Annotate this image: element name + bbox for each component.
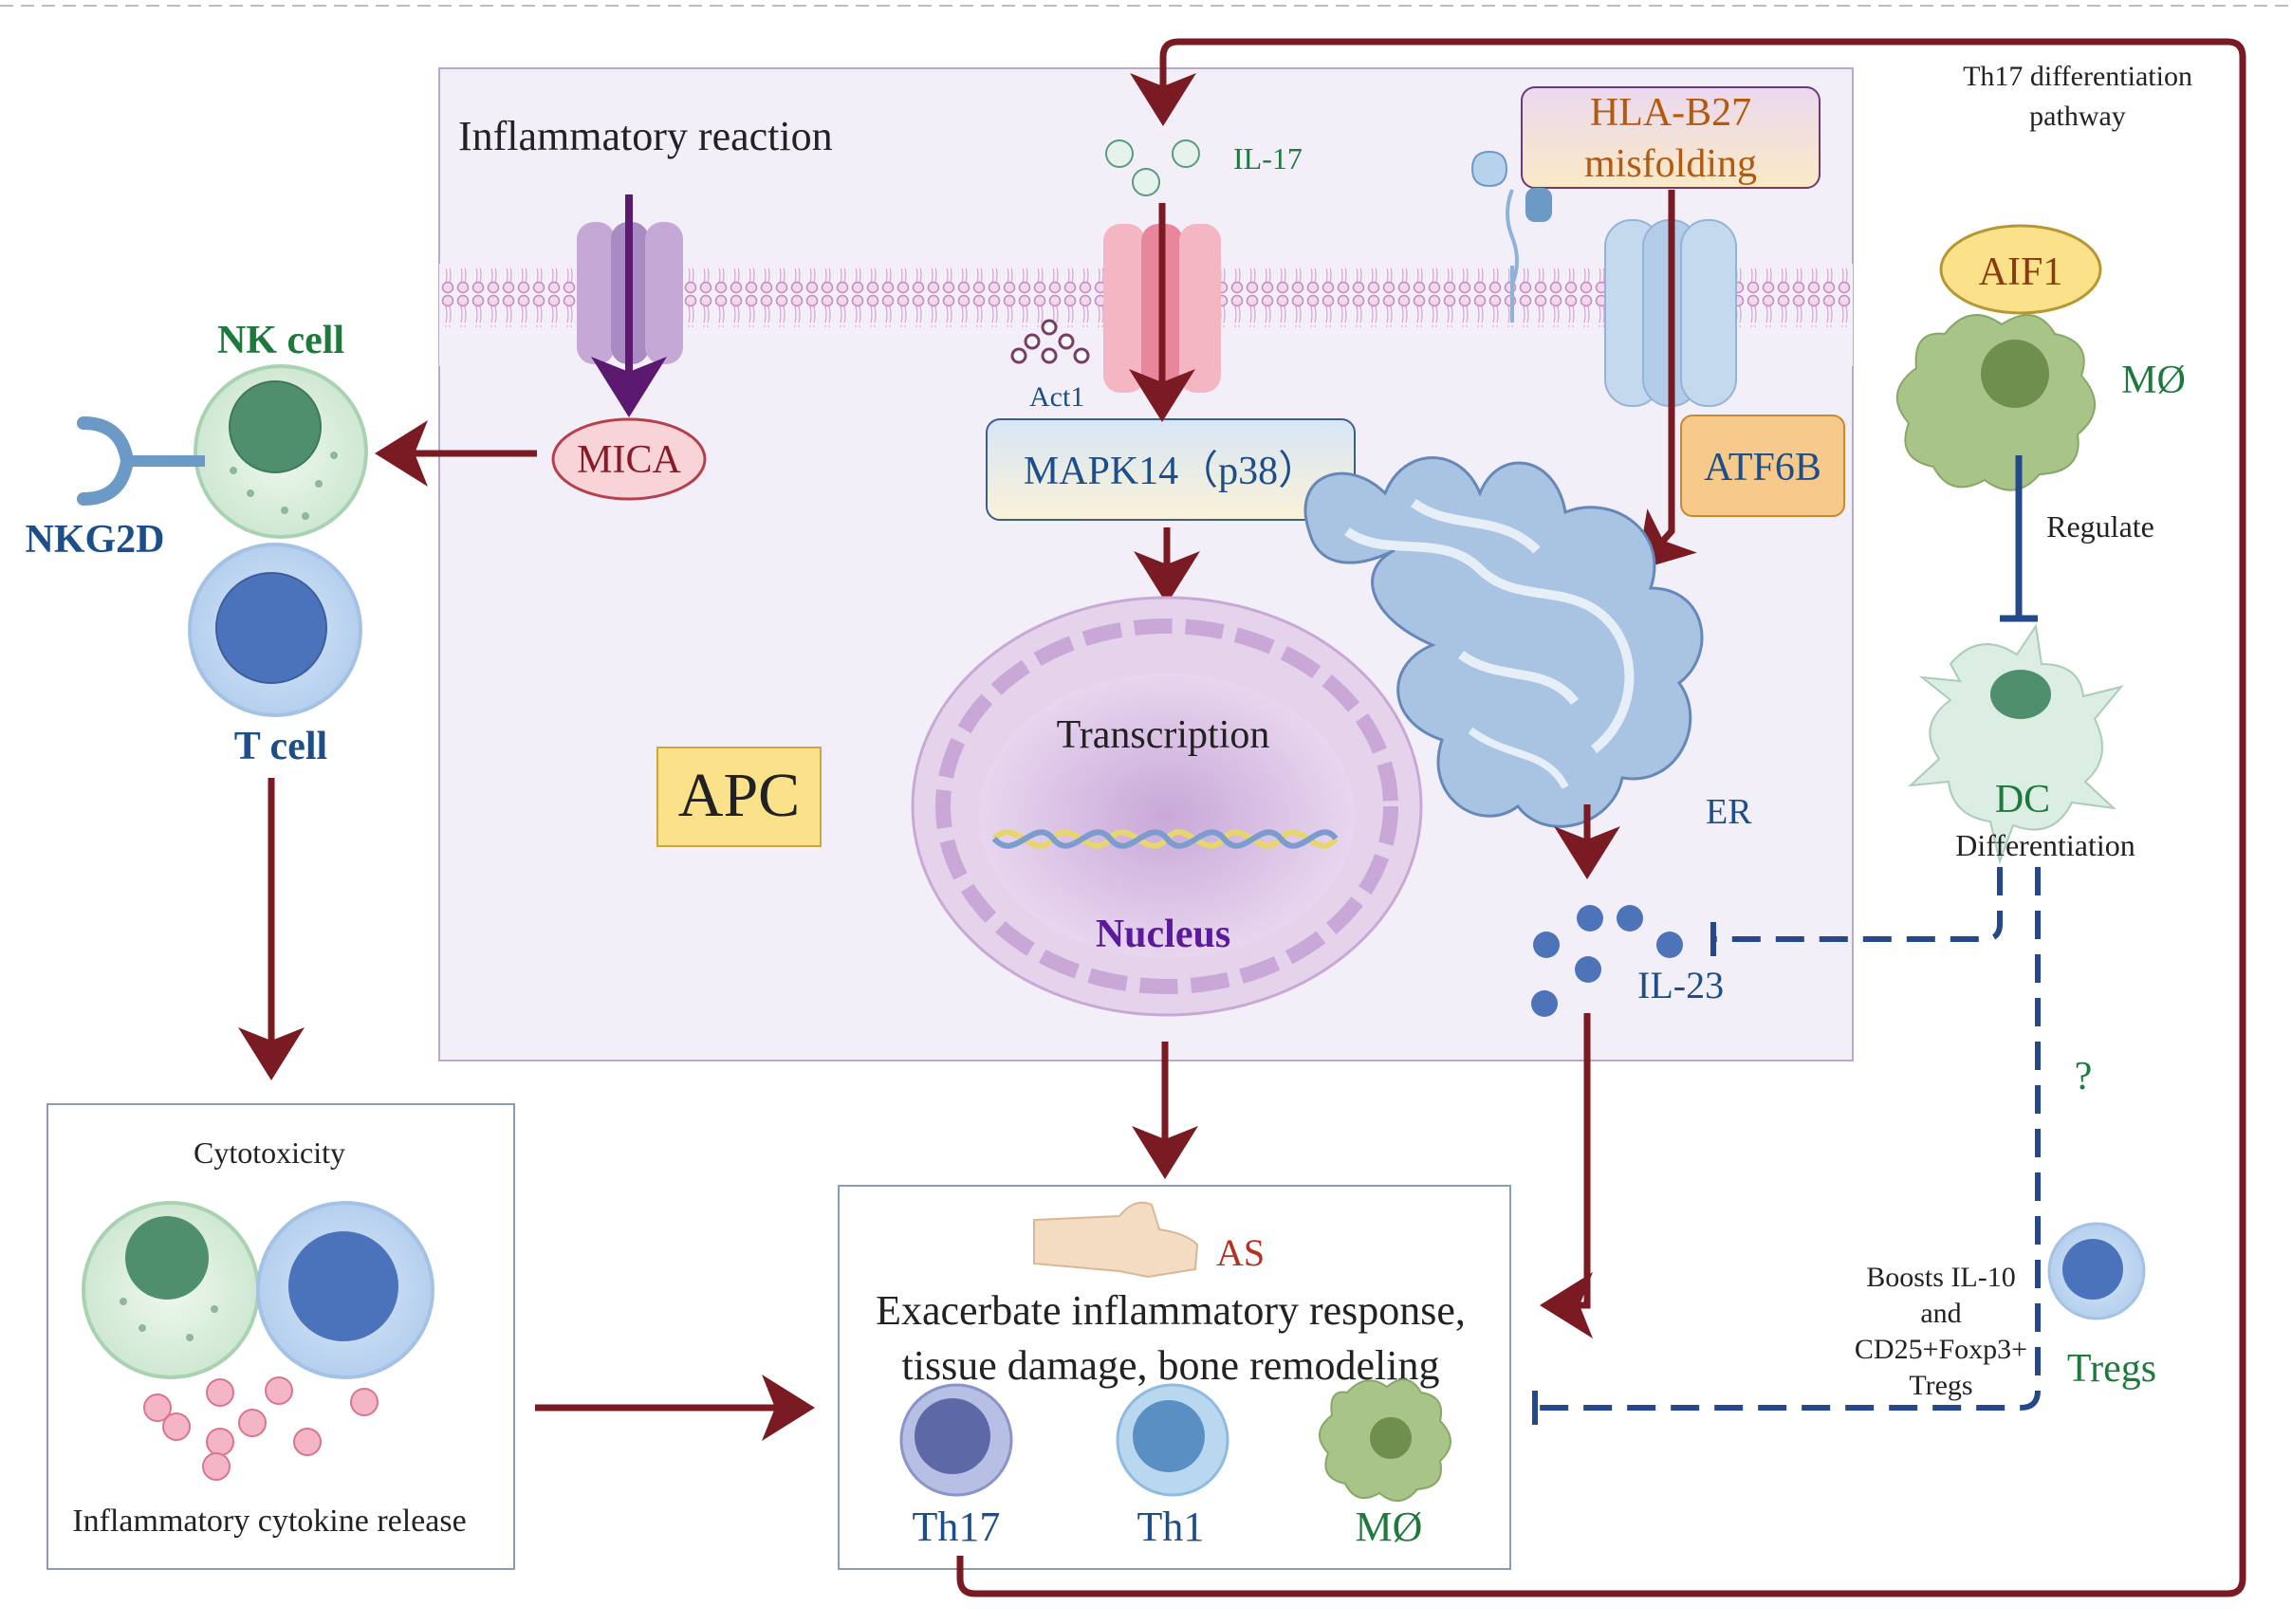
- boosts-line4: Tregs: [1909, 1370, 1972, 1401]
- inflammatory-reaction-label: Inflammatory reaction: [458, 113, 833, 159]
- boosts-line2: and: [1920, 1298, 1961, 1329]
- vertebra-icon: [1033, 1201, 1199, 1279]
- hla-b27-label: HLA-B27: [1590, 91, 1751, 135]
- th17-cell-icon: [899, 1383, 1013, 1497]
- th17-pathway-label-line2: pathway: [2029, 101, 2126, 132]
- th1-cell-icon: [1116, 1383, 1229, 1497]
- nucleus-label: Nucleus: [1096, 913, 1230, 956]
- th1-label: Th1: [1137, 1504, 1205, 1550]
- mica-node: MICA: [551, 417, 707, 501]
- macrophage-outcome-label: MØ: [1356, 1504, 1423, 1550]
- il23-label: IL-23: [1637, 964, 1724, 1006]
- transcription-label: Transcription: [1057, 713, 1270, 757]
- dc-label: DC: [1995, 778, 2050, 821]
- hla-b27-box: [1521, 86, 1821, 189]
- endoplasmic-reticulum: [1303, 456, 1704, 828]
- nkg2d-label: NKG2D: [26, 518, 165, 562]
- nk-cell-icon: [194, 364, 368, 539]
- tregs-label: Tregs: [2067, 1347, 2156, 1391]
- cytotoxicity-label: Cytotoxicity: [194, 1135, 345, 1170]
- as-label: AS: [1216, 1231, 1265, 1274]
- outcome-line1: Exacerbate inflammatory response,: [876, 1287, 1466, 1334]
- dc-to-outcome-dashed: [1539, 867, 2041, 1411]
- outcome-line2: tissue damage, bone remodeling: [902, 1342, 1440, 1389]
- t-cell-label: T cell: [234, 725, 327, 768]
- boosts-line1: Boosts IL-10: [1866, 1262, 2016, 1293]
- regulate-label: Regulate: [2046, 509, 2154, 544]
- aif1-label: AIF1: [1979, 250, 2063, 294]
- apc-label: APC: [678, 761, 800, 830]
- macrophage-label: MØ: [2121, 359, 2186, 402]
- mica-label: MICA: [577, 438, 681, 482]
- t-cell-icon: [188, 543, 362, 717]
- th17-pathway-label-line1: Th17 differentiation: [1963, 61, 2192, 92]
- mapk14-label: MAPK14（p38）: [1024, 450, 1318, 493]
- cytotoxicity-cells-icon: [82, 1201, 434, 1379]
- differentiation-label: Differentiation: [1955, 828, 2135, 862]
- misfolding-label: misfolding: [1584, 142, 1757, 186]
- hla-protein-icon: [1470, 150, 1552, 323]
- atf6b-label: ATF6B: [1704, 446, 1821, 489]
- act1-label: Act1: [1029, 381, 1084, 413]
- tregs-cell-icon: [2047, 1222, 2146, 1320]
- apc-label-box: [656, 747, 822, 847]
- macrophage-outcome-icon: [1319, 1378, 1451, 1502]
- er-label: ER: [1706, 792, 1752, 832]
- act1-complex: [1010, 319, 1090, 364]
- aif1-node: AIF1: [1939, 224, 2102, 315]
- question-mark: ?: [2075, 1055, 2093, 1098]
- nkg2d-receptor-icon: [77, 416, 205, 506]
- il23-molecules: [1531, 905, 1683, 1017]
- nucleus: [911, 596, 1423, 1017]
- nk-cell-label: NK cell: [217, 319, 344, 362]
- boosts-line3: CD25+Foxp3+: [1855, 1334, 2027, 1365]
- atf6b-box: [1680, 415, 1845, 517]
- macrophage-icon: [1895, 314, 2097, 491]
- cytokine-particles: [143, 1376, 379, 1481]
- th17-feedback-loop: [956, 38, 2246, 1597]
- th17-label: Th17: [913, 1504, 1001, 1550]
- cytokine-release-label: Inflammatory cytokine release: [72, 1504, 466, 1539]
- il17-label: IL-17: [1233, 141, 1303, 175]
- dendritic-cell-icon: [1908, 623, 2124, 865]
- dc-to-il23-dashed: [1715, 867, 2003, 942]
- il23-to-outcome-arrow: [1540, 1013, 1593, 1338]
- il17-molecules: [1105, 139, 1200, 196]
